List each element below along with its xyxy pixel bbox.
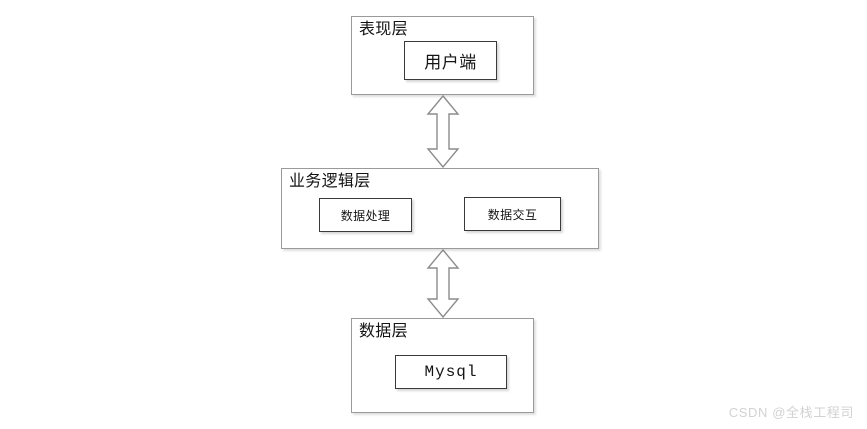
layer-business-title: 业务逻辑层 [289,173,371,190]
double-arrow-vertical-icon [426,95,460,168]
double-arrow-vertical-icon [426,249,460,318]
layer-business: 业务逻辑层 数据处理 数据交互 [281,168,599,249]
node-data-processing: 数据处理 [319,198,412,232]
layer-presentation: 表现层 用户端 [351,16,534,95]
node-data-exchange: 数据交互 [464,197,561,231]
node-client: 用户端 [404,41,497,80]
layer-data-title: 数据层 [359,323,408,340]
node-client-label: 用户端 [424,53,477,72]
node-data-processing-label: 数据处理 [340,208,391,223]
layer-data: 数据层 Mysql [351,318,534,413]
node-mysql: Mysql [395,355,507,389]
watermark: CSDN @全栈工程司 [728,405,854,420]
node-data-exchange-label: 数据交互 [487,207,538,222]
node-mysql-label: Mysql [424,363,478,381]
layer-presentation-title: 表现层 [359,21,408,38]
